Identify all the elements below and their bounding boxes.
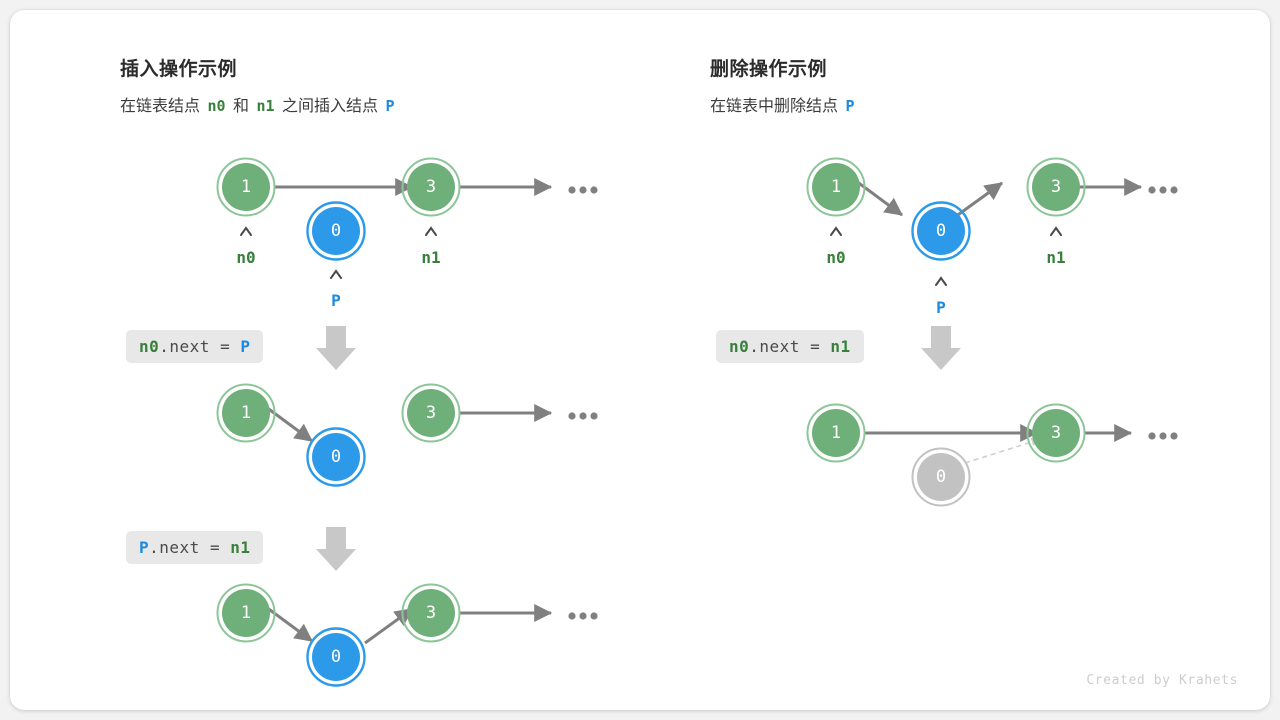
node-value: 0 (936, 221, 946, 241)
pointer-label-n0: n0 (236, 248, 255, 267)
caption-token-next: .next = (749, 337, 831, 356)
subtitle-code-n0: n0 (207, 97, 226, 115)
node-value: 1 (241, 403, 251, 423)
node-n0: 1 (216, 583, 276, 643)
subtitle-code-p: P (845, 97, 855, 115)
node-n0: 1 (216, 383, 276, 443)
caption-token-n1: n1 (830, 337, 851, 356)
caret-icon (240, 226, 252, 236)
diagram-card: 插入操作示例 在链表结点 n0 和 n1 之间插入结点 P n0.next = … (10, 10, 1270, 710)
insert-step1-row: 1 n0 0 P (216, 157, 598, 310)
panel-delete-title: 删除操作示例 (710, 59, 828, 80)
subtitle-code-n1: n1 (256, 97, 275, 115)
node-p: 0 (306, 201, 366, 261)
caption-token-p2: P (139, 538, 150, 557)
tail-ellipsis-icon (568, 612, 598, 620)
step-arrow-down-icon (316, 326, 356, 370)
node-value: 3 (1051, 177, 1061, 197)
subtitle-text-1: 和 (232, 98, 249, 115)
insert-step2-caption: n0.next = P (126, 330, 264, 363)
subtitle-text-0: 在链表中删除结点 (710, 98, 839, 115)
node-value: 1 (241, 177, 251, 197)
tail-ellipsis-icon (568, 186, 598, 194)
delete-step1-row: 1 n0 0 P 3 (806, 157, 1178, 317)
panel-insert-subtitle: 在链表结点 n0 和 n1 之间插入结点 P (120, 92, 397, 116)
subtitle-code-p: P (385, 97, 395, 115)
step-arrow-down-icon (921, 326, 961, 370)
node-n0: 1 (806, 157, 866, 217)
tail-ellipsis-icon (1148, 186, 1178, 194)
pointer-label-n1: n1 (1046, 248, 1065, 267)
node-n0: 1 (216, 157, 276, 217)
panel-insert-title: 插入操作示例 (120, 59, 238, 80)
node-value: 0 (331, 221, 341, 241)
node-removed: 0 (911, 447, 971, 507)
caption-token-n1: n1 (230, 538, 251, 557)
pointer-label-n0: n0 (826, 248, 845, 267)
node-n1: 3 (401, 157, 461, 217)
delete-step2-row: 1 0 3 (806, 403, 1178, 507)
insert-step2-row: 1 0 3 (216, 383, 598, 487)
step-arrow-down-icon (316, 527, 356, 571)
caption-token-n0: n0 (139, 337, 160, 356)
insert-step3-row: 1 0 3 (216, 583, 598, 687)
caret-icon (935, 276, 947, 286)
tail-ellipsis-icon (1148, 432, 1178, 440)
caption-token-next2: .next = (149, 538, 231, 557)
node-n1: 3 (401, 383, 461, 443)
caret-icon (425, 226, 437, 236)
node-p: 0 (306, 427, 366, 487)
node-value: 3 (426, 403, 436, 423)
node-value: 1 (241, 603, 251, 623)
node-value: 1 (831, 177, 841, 197)
panel-delete-subtitle: 在链表中删除结点 P (710, 92, 858, 116)
node-value: 0 (936, 467, 946, 487)
tail-ellipsis-icon (568, 412, 598, 420)
subtitle-text-2: 之间插入结点 (281, 98, 378, 115)
link-p-n1 (364, 607, 413, 645)
caption-token-next: .next = (159, 337, 241, 356)
pointer-label-n1: n1 (421, 248, 440, 267)
node-value: 0 (331, 447, 341, 467)
node-value: 3 (426, 603, 436, 623)
node-value: 3 (1051, 423, 1061, 443)
insert-step3-caption: P.next = n1 (126, 531, 264, 564)
node-value: 1 (831, 423, 841, 443)
caption-token-p: P (240, 337, 251, 356)
node-n0: 1 (806, 403, 866, 463)
caret-icon (1050, 226, 1062, 236)
caret-icon (830, 226, 842, 236)
insert-diagram: 1 n0 0 P (216, 157, 598, 687)
footer-credit: Created by Krahets (1086, 673, 1238, 688)
node-n1: 3 (1026, 403, 1086, 463)
caption-token-n0: n0 (729, 337, 750, 356)
pointer-label-p: P (331, 291, 341, 310)
pointer-label-p: P (936, 298, 946, 317)
node-n1: 3 (1026, 157, 1086, 217)
node-p: 0 (911, 201, 971, 261)
node-value: 0 (331, 647, 341, 667)
node-n1: 3 (401, 583, 461, 643)
caret-icon (330, 269, 342, 279)
delete-step2-caption: n0.next = n1 (716, 330, 864, 363)
subtitle-text-0: 在链表结点 (120, 98, 201, 115)
delete-diagram: 1 n0 0 P 3 (806, 157, 1178, 507)
node-value: 3 (426, 177, 436, 197)
node-p: 0 (306, 627, 366, 687)
